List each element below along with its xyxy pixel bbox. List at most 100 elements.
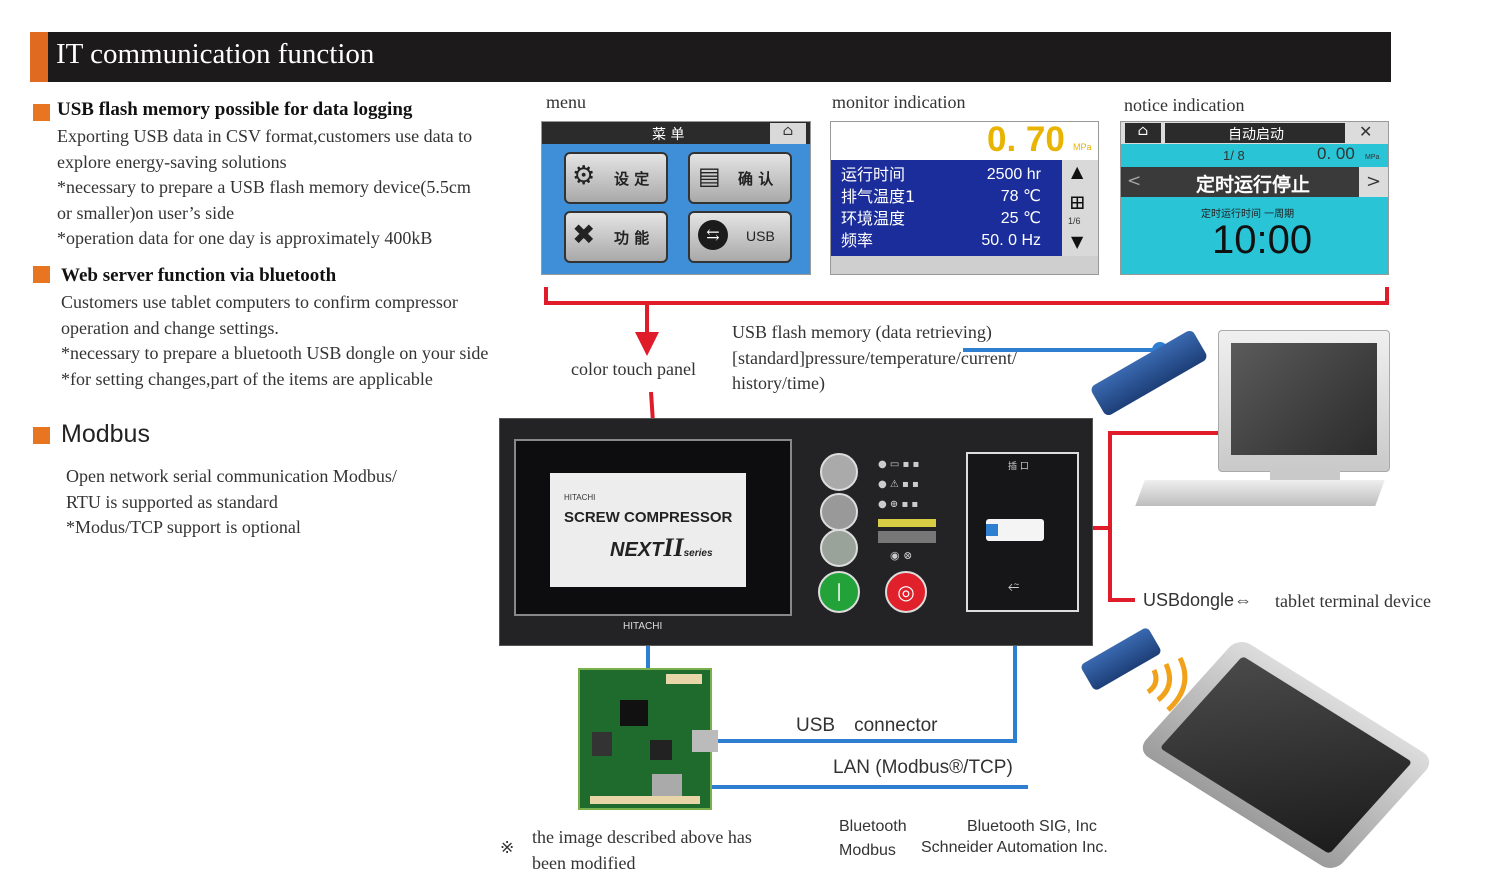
text-line: operation and change settings. (61, 317, 279, 338)
bullet-square (33, 266, 50, 283)
note-text: the image described above has been modif… (532, 825, 752, 876)
notice-pressure: 0. 00 (1317, 144, 1355, 163)
section-heading-bluetooth: Web server function via bluetooth (61, 265, 337, 286)
lcd-logo: NEXTIIseries (610, 533, 713, 563)
row-value: 50. 0 Hz (981, 232, 1041, 249)
section-heading-usb: USB flash memory possible for data loggi… (57, 99, 413, 120)
tools-icon: ✖ (572, 218, 596, 251)
text-line: *Modus/TCP support is optional (66, 517, 301, 537)
notice-banner-text: 定时运行停止 (1196, 174, 1311, 196)
notice-banner (1121, 167, 1388, 197)
lcd-logo-series: series (683, 548, 713, 559)
menu-title: 菜 单 (652, 127, 685, 143)
warning-icon: ● ⚠ ▪ ▪ (878, 479, 919, 490)
trademark-owner-1: Bluetooth SIG, Inc (967, 818, 1097, 835)
notice-screen: ⌂ 自动启动 ✕ 1/ 8 0. 00 MPa < 定时运行停止 > 定时运行时… (1120, 121, 1389, 275)
lcd-logo-numeral: II (663, 533, 684, 562)
monitor-header (831, 122, 1098, 160)
menu-button-label: 设 定 (614, 170, 650, 188)
row-label: 排气温度1 (841, 187, 916, 206)
text-line: [standard]pressure/temperature/current/ (732, 347, 1017, 368)
row-label: 运行时间 (841, 165, 906, 184)
notice-subtext: 定时运行时间 一周期 (1201, 209, 1295, 220)
text-line: *for setting changes,part of the items a… (61, 368, 433, 389)
text-line: *necessary to prepare a bluetooth USB do… (61, 343, 489, 363)
trademark-names: Bluetooth Modbus (839, 815, 907, 863)
lcd-screen: HITACHI SCREW COMPRESSOR NEXTIIseries (550, 473, 746, 587)
monitor-row: 排气温度1 78 ℃ (841, 186, 1041, 208)
usb-stick-icon (986, 519, 1044, 541)
page-title: IT communication function (56, 38, 375, 70)
usb-port-icon (692, 730, 718, 752)
text-line: history/time) (732, 373, 825, 393)
chevron-right-icon: > (1359, 167, 1388, 197)
text-line: USB flash memory (data retrieving) (732, 322, 992, 342)
start-button: | (818, 571, 860, 613)
menu-button-label: 确 认 (738, 170, 774, 188)
usb-icon: ⇆ (698, 220, 728, 250)
title-bar (30, 32, 1391, 82)
caption-menu: menu (546, 92, 586, 112)
menu-grid-icon: ⊞ (1069, 190, 1086, 214)
section-bluetooth-text: Customers use tablet computers to confir… (61, 290, 488, 392)
text-line: been modified (532, 852, 636, 873)
label-lan: LAN (Modbus®/TCP) (833, 757, 1013, 778)
connector-strip (590, 796, 700, 804)
label-color-touch-panel: color touch panel (571, 359, 696, 379)
notice-unit: MPa (1365, 154, 1380, 161)
text-line: or smaller)on user’s side (57, 202, 235, 223)
home-icon: ⌂ (1125, 123, 1161, 143)
menu-button-label: 功 能 (614, 229, 650, 247)
row-value: 78 ℃ (1000, 188, 1041, 205)
stop-button: ◎ (885, 571, 927, 613)
chip (650, 740, 672, 760)
text-line: Open network serial communication Modbus… (66, 466, 397, 486)
trademark-owner-2: Schneider Automation Inc. (921, 839, 1108, 856)
monitor-screen-area (1231, 343, 1377, 455)
row-label: 环境温度 (841, 209, 906, 228)
wireless-signal-icon (1146, 656, 1188, 712)
monitor-icon (1218, 330, 1390, 472)
menu-button-settings: ⚙ 设 定 (564, 152, 668, 204)
chip (592, 732, 612, 756)
label-usb-connector: USB connector (796, 715, 938, 736)
panel-button-round (820, 453, 858, 491)
note-mark: ※ (500, 838, 515, 857)
menu-button-usb: ⇆ USB (688, 211, 792, 263)
control-panel: HITACHI SCREW COMPRESSOR NEXTIIseries HI… (499, 418, 1093, 646)
lan-port-icon (652, 774, 682, 798)
usb-slot-label: 插 口 (1008, 462, 1029, 472)
menu-title-bar (542, 122, 810, 144)
gear-icon: ⚙ (572, 161, 596, 191)
trademark-name: Modbus (839, 842, 896, 859)
bullet-square (33, 104, 50, 121)
notice-title: 自动启动 (1228, 127, 1284, 143)
caption-monitor: monitor indication (832, 92, 966, 112)
menu-screen: 菜 单 ⌂ ⚙ 设 定 ▤ 确 认 ✖ 功 能 ⇆ USB (541, 121, 811, 275)
lcd-brand: HITACHI (564, 493, 596, 502)
usb-stick-cap (986, 524, 998, 536)
notice-time: 10:00 (1212, 218, 1313, 262)
page-indicator: 1/6 (1068, 216, 1081, 226)
dongle-link-line (1108, 431, 1220, 602)
trademark-name: Bluetooth (839, 818, 907, 835)
section-usb-text: Exporting USB data in CSV format,custome… (57, 124, 472, 252)
monitor-rows: 运行时间 2500 hr 排气温度1 78 ℃ 环境温度 25 ℃ 频率 50.… (841, 164, 1041, 252)
label-usb-dongle: USBdongle⇔ (1143, 590, 1253, 610)
status-icons: ● ▭ ▪ ▪ (878, 459, 920, 470)
close-icon: ✕ (1359, 122, 1373, 141)
usb-symbol-icon: ⭉ (1008, 579, 1020, 595)
menu-button-label: USB (746, 228, 775, 244)
label-tablet: tablet terminal device (1275, 591, 1431, 611)
caption-notice: notice indication (1124, 95, 1245, 115)
lcd-logo-text: NEXT (610, 539, 664, 561)
indicator-keys (878, 531, 936, 543)
monitor-row: 环境温度 25 ℃ (841, 208, 1041, 230)
panel-button-round (820, 493, 858, 531)
row-label: 频率 (841, 231, 874, 250)
text-line: Exporting USB data in CSV format,custome… (57, 126, 473, 146)
connector-strip (666, 674, 702, 684)
notice-title-box (1165, 123, 1345, 143)
document-icon: ▤ (698, 162, 721, 190)
title-accent (30, 32, 48, 82)
